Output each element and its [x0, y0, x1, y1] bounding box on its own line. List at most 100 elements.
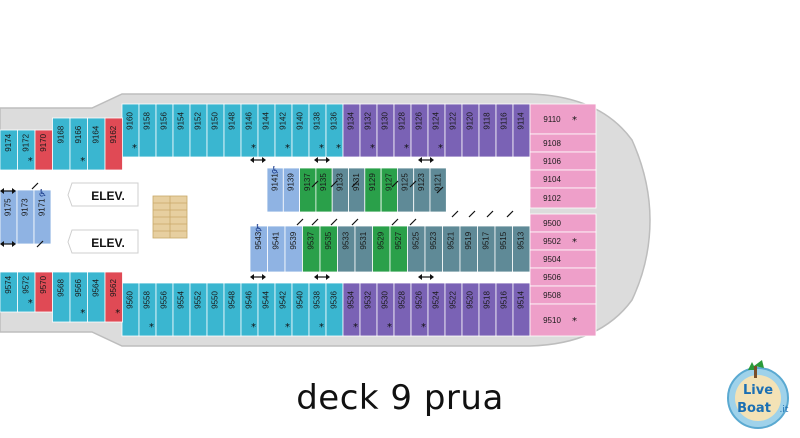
cabin-9170[interactable]: 9170: [34, 129, 53, 171]
cabin-9517[interactable]: 9517: [477, 225, 496, 273]
cabin-9120[interactable]: 9120: [461, 103, 480, 158]
cabin-9539[interactable]: 9539: [284, 225, 303, 273]
cabin-9129[interactable]: 9129: [364, 167, 382, 213]
cabin-9535[interactable]: 9535: [319, 225, 338, 273]
cabin-9515[interactable]: 9515: [494, 225, 513, 273]
cabin-9552[interactable]: 9552: [189, 282, 208, 337]
cabin-9502[interactable]: 9502*: [529, 231, 597, 251]
cabin-9538[interactable]: 9538*: [308, 282, 327, 337]
cabin-9128[interactable]: 9128*: [393, 103, 412, 158]
cabin-9127[interactable]: 9127: [380, 167, 398, 213]
cabin-9562[interactable]: 9562*: [104, 271, 123, 323]
cabin-9531[interactable]: 9531: [354, 225, 373, 273]
cabin-9131[interactable]: 9131: [348, 167, 366, 213]
cabin-9124[interactable]: 9124*: [427, 103, 446, 158]
cabin-9175[interactable]: 9175: [0, 189, 18, 245]
cabin-9146[interactable]: 9146*: [240, 103, 259, 158]
cabin-9566[interactable]: 9566*: [69, 271, 88, 323]
cabin-9133[interactable]: 9133: [331, 167, 349, 213]
cabin-9121[interactable]: 9121: [429, 167, 447, 213]
cabin-9138[interactable]: 9138*: [308, 103, 327, 158]
cabin-9544[interactable]: 9544: [257, 282, 276, 337]
cabin-9152[interactable]: 9152: [189, 103, 208, 158]
cabin-9518[interactable]: 9518: [478, 282, 497, 337]
cabin-9529[interactable]: 9529: [372, 225, 391, 273]
cabin-9150[interactable]: 9150: [206, 103, 225, 158]
cabin-9542[interactable]: 9542*: [274, 282, 293, 337]
cabin-9137[interactable]: 9137: [299, 167, 317, 213]
cabin-9564[interactable]: 9564: [87, 271, 106, 323]
cabin-9523[interactable]: 9523: [424, 225, 443, 273]
cabin-9125[interactable]: 9125: [396, 167, 415, 213]
cabin-9173[interactable]: 9173: [16, 189, 35, 245]
cabin-9558[interactable]: 9558*: [138, 282, 157, 337]
cabin-9132[interactable]: 9132*: [359, 103, 378, 158]
cabin-9536[interactable]: 9536: [325, 282, 344, 337]
cabin-9525[interactable]: 9525: [407, 225, 426, 273]
cabin-9520[interactable]: 9520: [461, 282, 480, 337]
cabin-9172[interactable]: 9172*: [17, 129, 36, 171]
cabin-9144[interactable]: 9144: [257, 103, 276, 158]
cabin-9126[interactable]: 9126: [410, 103, 429, 158]
cabin-9570[interactable]: 9570: [34, 271, 53, 313]
cabin-9162[interactable]: 9162: [104, 117, 123, 171]
cabin-9116[interactable]: 9116: [495, 103, 514, 158]
cabin-9574[interactable]: 9574: [0, 271, 18, 313]
cabin-9141[interactable]: 9141♿: [266, 165, 284, 213]
cabin-9154[interactable]: 9154: [172, 103, 191, 158]
cabin-9537[interactable]: 9537: [302, 225, 321, 273]
cabin-9528[interactable]: 9528: [393, 282, 412, 337]
cabin-9524[interactable]: 9524: [427, 282, 446, 337]
cabin-9135[interactable]: 9135: [315, 167, 333, 213]
cabin-9526[interactable]: 9526*: [410, 282, 429, 337]
cabin-9560[interactable]: 9560: [121, 282, 140, 337]
cabin-9519[interactable]: 9519: [459, 225, 478, 273]
cabin-9118[interactable]: 9118: [478, 103, 497, 158]
cabin-9174[interactable]: 9174: [0, 129, 18, 171]
cabin-9110[interactable]: 9110*: [529, 103, 597, 135]
cabin-9142[interactable]: 9142*: [274, 103, 293, 158]
cabin-9130[interactable]: 9130: [376, 103, 395, 158]
cabin-9102[interactable]: 9102: [529, 187, 597, 209]
cabin-9533[interactable]: 9533: [337, 225, 356, 273]
cabin-9516[interactable]: 9516: [495, 282, 514, 337]
cabin-9513[interactable]: 9513: [512, 225, 531, 273]
cabin-9158[interactable]: 9158: [138, 103, 157, 158]
cabin-9134[interactable]: 9134: [342, 103, 361, 158]
cabin-9541[interactable]: 9541: [267, 225, 286, 273]
cabin-9532[interactable]: 9532: [359, 282, 378, 337]
cabin-9164[interactable]: 9164: [87, 117, 106, 171]
cabin-9546[interactable]: 9546*: [240, 282, 259, 337]
cabin-9106[interactable]: 9106: [529, 151, 597, 171]
cabin-9136[interactable]: 9136*: [325, 103, 344, 158]
cabin-9530[interactable]: 9530*: [376, 282, 395, 337]
cabin-9534[interactable]: 9534*: [342, 282, 361, 337]
cabin-9548[interactable]: 9548: [223, 282, 242, 337]
cabin-9506[interactable]: 9506: [529, 267, 597, 287]
cabin-9550[interactable]: 9550: [206, 282, 225, 337]
cabin-9522[interactable]: 9522: [444, 282, 463, 337]
cabin-9556[interactable]: 9556: [155, 282, 174, 337]
cabin-9156[interactable]: 9156: [155, 103, 174, 158]
cabin-9171[interactable]: 9171♿: [33, 188, 52, 245]
cabin-9139[interactable]: 9139: [282, 167, 300, 213]
cabin-9514[interactable]: 9514: [512, 282, 531, 337]
cabin-9504[interactable]: 9504: [529, 249, 597, 269]
cabin-9527[interactable]: 9527: [389, 225, 408, 273]
cabin-9510[interactable]: 9510*: [529, 303, 597, 337]
cabin-9123[interactable]: 9123: [413, 167, 431, 213]
cabin-9554[interactable]: 9554: [172, 282, 191, 337]
cabin-9521[interactable]: 9521: [442, 225, 461, 273]
cabin-9543[interactable]: 9543♿: [249, 224, 268, 273]
cabin-9508[interactable]: 9508: [529, 285, 597, 305]
cabin-9500[interactable]: 9500: [529, 213, 597, 233]
cabin-9160[interactable]: 9160*: [121, 103, 140, 158]
cabin-9108[interactable]: 9108: [529, 133, 597, 153]
cabin-9148[interactable]: 9148: [223, 103, 242, 158]
cabin-9166[interactable]: 9166*: [69, 117, 88, 171]
cabin-9568[interactable]: 9568: [52, 271, 71, 323]
cabin-9104[interactable]: 9104: [529, 169, 597, 189]
cabin-9572[interactable]: 9572*: [17, 271, 36, 313]
cabin-9114[interactable]: 9114: [512, 103, 531, 158]
cabin-9168[interactable]: 9168: [52, 117, 71, 171]
